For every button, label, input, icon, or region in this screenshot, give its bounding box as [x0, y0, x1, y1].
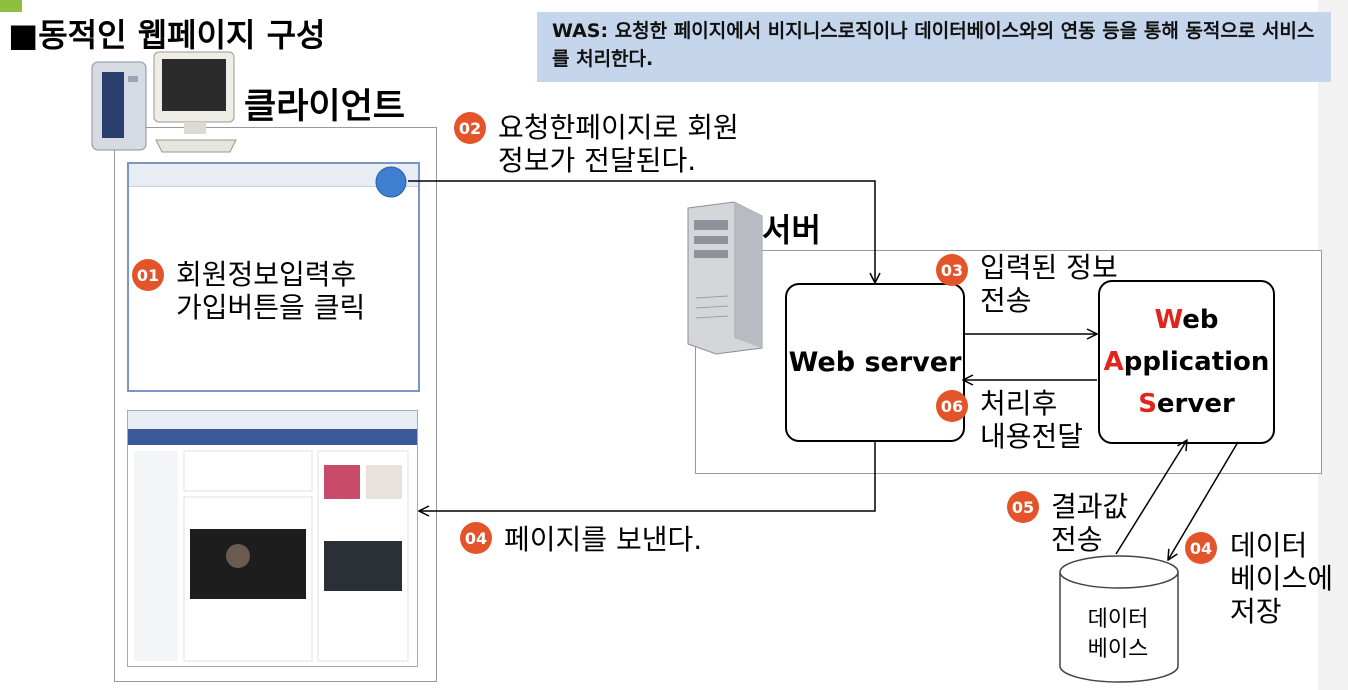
step-06-text: 처리후 내용전달	[980, 387, 1084, 453]
step-04-badge: 04	[460, 522, 492, 554]
step-03-badge: 03	[936, 254, 968, 286]
arrow-request	[408, 180, 875, 283]
step-04-text: 페이지를 보낸다.	[504, 523, 703, 556]
step-03-text: 입력된 정보 전송	[980, 251, 1118, 317]
corner-accent	[0, 0, 22, 12]
feed-thumbnail	[128, 411, 417, 662]
database-cylinder-icon	[1059, 555, 1179, 683]
page-title: ■동적인 웹페이지 구성	[8, 16, 326, 54]
signup-page-screenshot	[127, 162, 420, 392]
step-06-badge: 06	[936, 390, 968, 422]
client-label: 클라이언트	[244, 87, 406, 127]
server-label: 서버	[762, 211, 821, 249]
step-04-db-text: 데이터 베이스에 저장	[1230, 529, 1334, 628]
browser-toolbar	[129, 164, 418, 187]
web-server-label: Web server	[788, 347, 962, 378]
was-note-box	[537, 12, 1331, 82]
step-05-text: 결과값 전송	[1051, 490, 1129, 556]
arrow-response	[419, 440, 876, 511]
result-page-screenshot	[127, 410, 418, 667]
desktop-computer-icon	[91, 51, 237, 153]
was-node: Web Application Server	[1098, 280, 1275, 444]
was-line-application: Application	[1103, 347, 1270, 377]
was-note-text: WAS: 요청한 페이지에서 비지니스로직이나 데이터베이스와의 연동 등을 통…	[552, 20, 1315, 70]
step-02-text: 요청한페이지로 회원 정보가 전달된다.	[498, 111, 739, 177]
arrow-db-store	[1168, 441, 1239, 560]
submit-dot-icon	[375, 166, 407, 198]
step-01-badge: 01	[132, 259, 164, 291]
step-04-db-badge: 04	[1185, 532, 1217, 564]
database-label: 데이터 베이스	[1087, 607, 1149, 662]
arrow-db-result	[1115, 440, 1187, 555]
step-05-badge: 05	[1007, 491, 1039, 523]
step-02-badge: 02	[454, 112, 486, 144]
tower-server-icon	[687, 201, 763, 355]
step-01-text: 회원정보입력후 가입버튼을 클릭	[176, 258, 366, 324]
was-line-server: Server	[1138, 389, 1235, 419]
right-edge-strip	[1318, 0, 1348, 690]
was-line-web: Web	[1154, 305, 1219, 335]
